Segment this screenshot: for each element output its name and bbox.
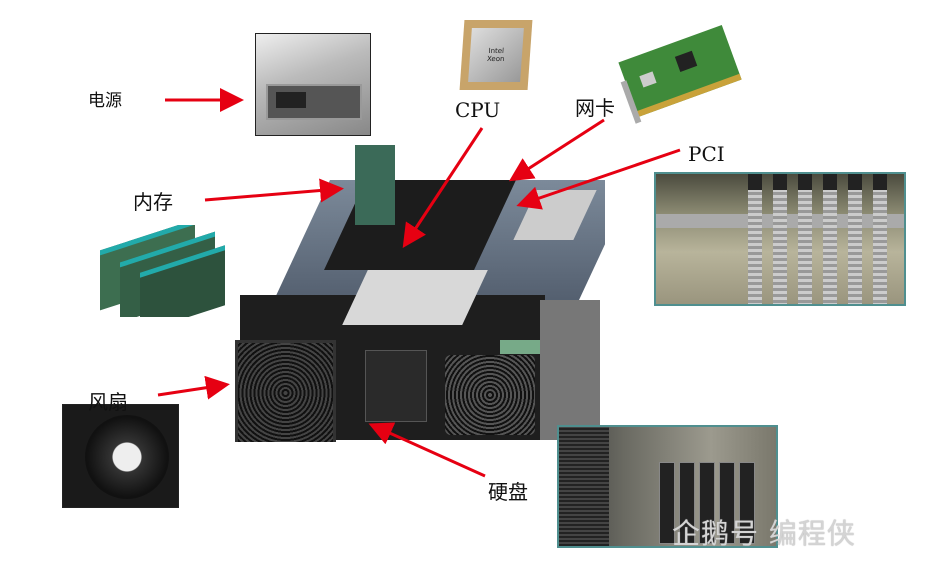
label-nic: 网卡 (575, 96, 615, 120)
drive-bay (699, 462, 715, 544)
arrow-nic (508, 118, 605, 182)
drive-bay (719, 462, 735, 544)
pci-slots-photo (654, 172, 906, 306)
label-pci: PCI (688, 142, 725, 166)
watermark: 企鹅号 编程侠 (672, 517, 856, 550)
server-chassis-photo (235, 140, 605, 442)
label-cpu: CPU (455, 98, 501, 122)
arrow-pci (516, 148, 681, 210)
arrow-disk (368, 422, 486, 478)
drive-bay (679, 462, 695, 544)
pci-slot-bracket (823, 174, 837, 304)
pci-slot-bracket (773, 174, 787, 304)
label-memory: 内存 (133, 190, 173, 214)
pci-slot-bracket (748, 174, 762, 304)
power-supply-photo (255, 33, 371, 136)
label-fan: 风扇 (88, 390, 128, 414)
pci-slot-bracket (798, 174, 812, 304)
pci-slot-bracket (873, 174, 887, 304)
arrow-fan (157, 375, 230, 400)
pci-slot-bracket (848, 174, 862, 304)
label-disk: 硬盘 (488, 480, 528, 504)
arrow-memory (204, 178, 344, 203)
hot-swap-bays-photo (557, 425, 778, 548)
label-power: 电源 (88, 91, 122, 111)
drive-bay (739, 462, 755, 544)
drive-bay (659, 462, 675, 544)
fan-photo (62, 404, 179, 508)
arrow-cpu (402, 127, 484, 249)
